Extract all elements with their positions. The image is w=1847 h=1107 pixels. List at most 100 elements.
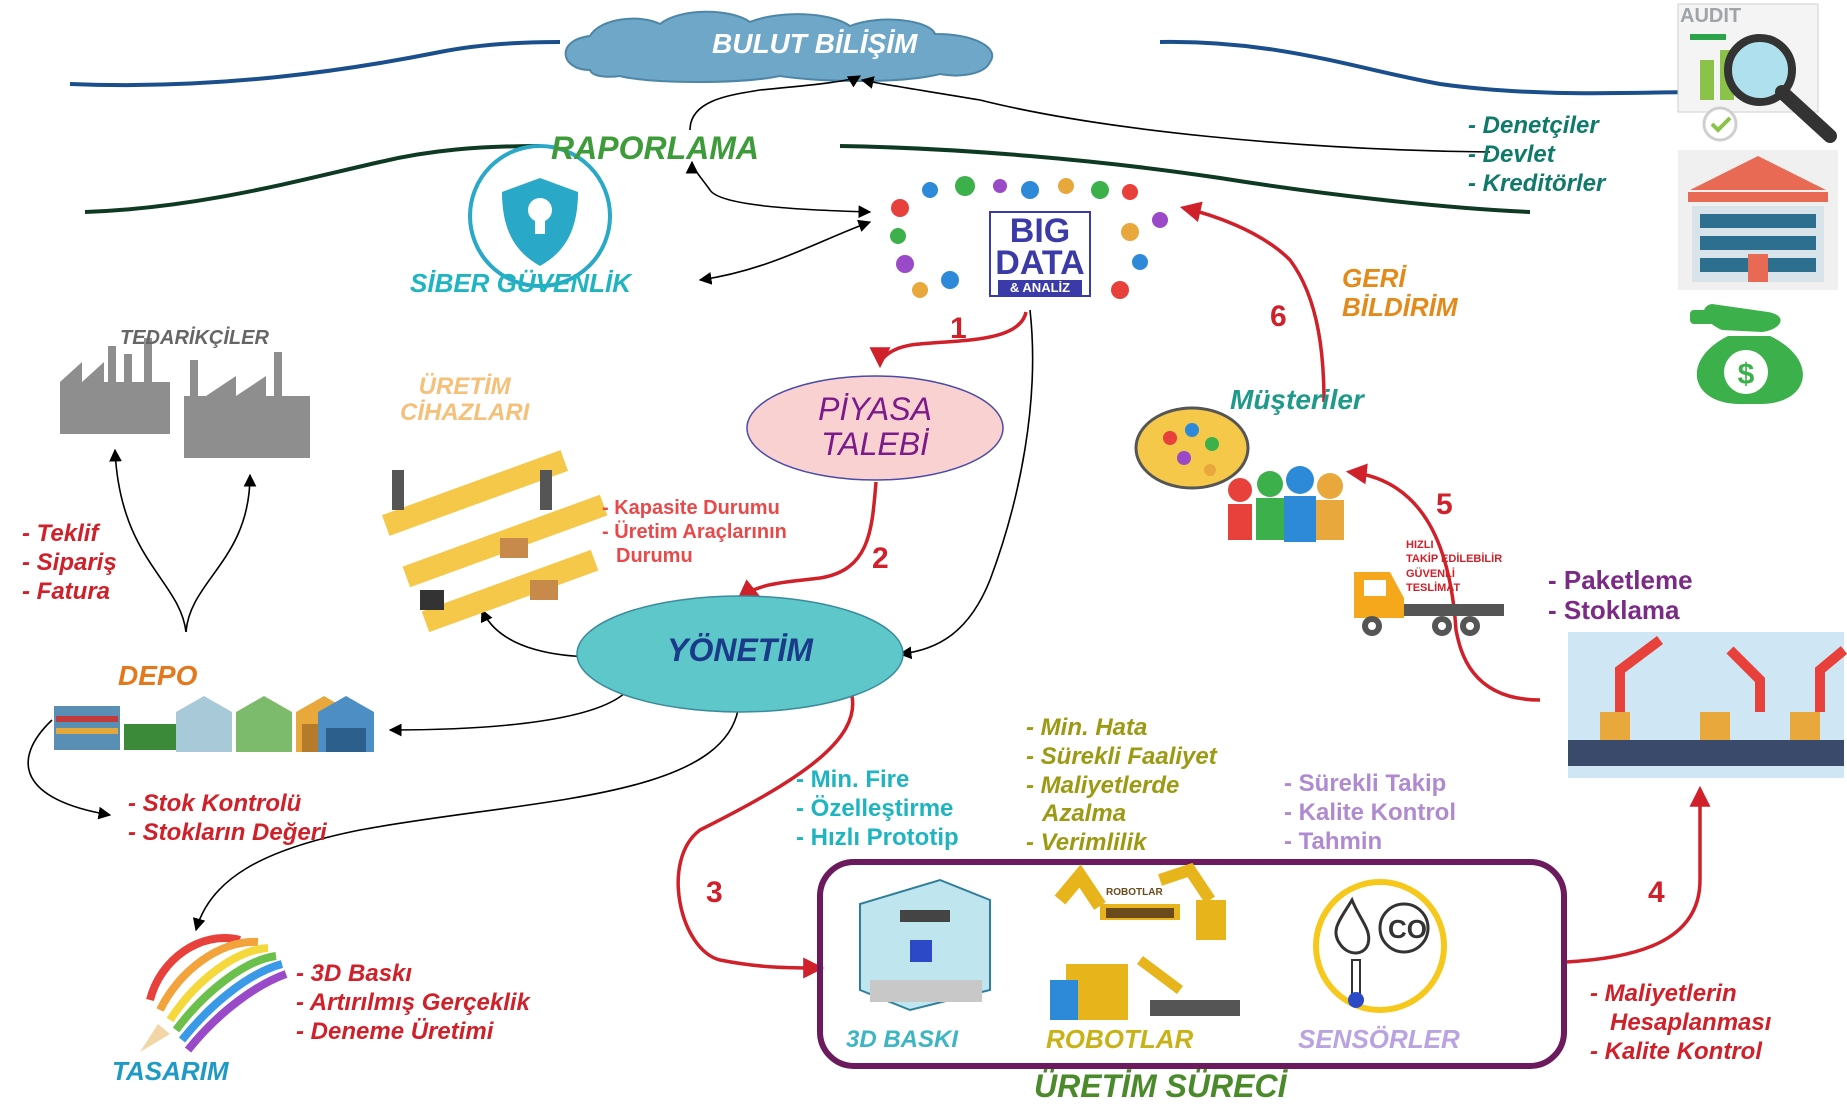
flow-2	[736, 481, 878, 601]
supplier-doc-order: - Sipariş	[22, 548, 117, 576]
supplier-docs-list: - Teklif - Sipariş - Fatura	[22, 520, 117, 606]
arrow-stakeholders-cloud	[860, 76, 1491, 153]
bigdata-label-analysis: & ANALİZ	[998, 280, 1082, 295]
step-1: 1	[950, 312, 967, 345]
design-pencil-icon	[140, 934, 288, 1053]
robots-label: ROBOTLAR	[1046, 1024, 1194, 1054]
bigdata-label-data: DATA	[995, 244, 1085, 282]
delivery-line-1: HIZLI	[1406, 539, 1434, 551]
stakeholder-government: - Devlet	[1468, 140, 1555, 168]
market-demand-line-1: PİYASA	[818, 391, 932, 427]
factory-icon-1	[60, 338, 170, 434]
packaging-note-pack: - Paketleme	[1548, 565, 1693, 595]
supplier-doc-invoice: - Fatura	[22, 577, 111, 605]
tracking-note-continuous: - Sürekli Takip	[1284, 770, 1447, 797]
supplier-doc-offer: - Teklif	[22, 520, 99, 547]
svg-text:$: $	[1738, 358, 1755, 391]
design-label: TASARIM	[112, 1056, 229, 1086]
cost-note-calc: - Maliyetlerin	[1590, 980, 1737, 1007]
flow-4	[1565, 785, 1711, 964]
production-devices-line-2: CİHAZLARI	[400, 399, 530, 427]
depot-label: DEPO	[118, 660, 198, 691]
arrow-depot-stock	[27, 719, 112, 820]
cloud-line-left	[69, 40, 561, 88]
robots-sign: ROBOTLAR	[1106, 887, 1163, 898]
design-note-ar: - Artırılmış Gerçeklik	[296, 988, 530, 1016]
feedback-line-2: BİLDİRİM	[1342, 291, 1458, 322]
audit-icon	[1677, 3, 1837, 143]
sensors-icon	[1313, 879, 1447, 1013]
depot-warehouses-icon	[54, 696, 374, 752]
stock-note-value: - Stokların Değeri	[128, 818, 327, 846]
stakeholders-list: - Denetçiler - Devlet - Kreditörler	[1468, 112, 1605, 198]
production-line-illustration	[381, 450, 608, 633]
reporting-line-left	[84, 144, 541, 214]
stakeholder-creditors: - Kreditörler	[1468, 169, 1606, 197]
cost-note-calc-2: Hesaplanması	[1610, 1008, 1772, 1036]
cost-notes: - Maliyetlerin Hesaplanması - Kalite Kon…	[1590, 980, 1771, 1066]
delivery-line-2: TAKİP EDİLEBİLİR	[1406, 553, 1503, 566]
big-data-icon	[890, 176, 1168, 299]
error-note-continuous: - Sürekli Faaliyet	[1026, 742, 1217, 770]
sensors-label: SENSÖRLER	[1298, 1024, 1460, 1054]
delivery-label: HIZLI TAKİP EDİLEBİLİR GÜVENLİ TESLİMAT	[1406, 538, 1502, 595]
stakeholder-auditors: - Denetçiler	[1468, 112, 1599, 139]
step-2: 2	[872, 542, 889, 575]
delivery-truck-icon	[1354, 572, 1504, 636]
error-note-decrease: Azalma	[1042, 800, 1127, 828]
fire-notes: - Min. Fire - Özelleştirme - Hızlı Proto…	[796, 766, 959, 852]
capacity-note-2: - Üretim Araçlarının	[602, 521, 787, 543]
arrow-reporting-cloud	[689, 75, 862, 131]
flow-1	[869, 311, 1028, 369]
tracking-note-forecast: - Tahmin	[1284, 827, 1383, 855]
step-5: 5	[1436, 488, 1453, 521]
customers-label: Müşteriler	[1230, 384, 1364, 415]
delivery-line-4: TESLİMAT	[1406, 581, 1461, 594]
shield-icon	[468, 144, 612, 288]
flow-3	[676, 695, 855, 979]
step-4: 4	[1648, 876, 1665, 909]
arrow-depot-supplier1	[109, 448, 187, 633]
reporting-label: RAPORLAMA	[551, 130, 759, 166]
process-title: ÜRETİM SÜRECİ	[1034, 1068, 1287, 1104]
production-devices-label: ÜRETİM CİHAZLARI	[400, 373, 530, 427]
arrow-bigdata-security	[698, 219, 872, 285]
capacity-note-3: Durumu	[616, 545, 693, 567]
arrow-bigdata-management	[898, 309, 1034, 660]
cloud-label: BULUT BİLİŞİM	[712, 28, 918, 59]
cost-note-quality: - Kalite Kontrol	[1590, 1037, 1762, 1065]
design-note-3d: - 3D Baskı	[296, 960, 413, 987]
tracking-note-quality: - Kalite Kontrol	[1284, 798, 1456, 826]
arrow-depot-supplier2	[185, 473, 257, 633]
feedback-label: GERİ BİLDİRİM	[1342, 264, 1458, 321]
factory-icon-2	[184, 352, 310, 458]
money-bag-icon: $	[1690, 304, 1803, 404]
arrow-bigdata-reporting	[685, 160, 872, 219]
packaging-line-illustration	[1568, 632, 1847, 778]
production-process-frame	[817, 859, 1567, 1069]
fire-note-min: - Min. Fire	[796, 766, 910, 793]
cloud-shape	[564, 10, 993, 83]
error-note-min: - Min. Hata	[1026, 714, 1148, 741]
error-notes: - Min. Hata - Sürekli Faaliyet - Maliyet…	[1026, 714, 1217, 858]
capacity-notes: - Kapasite Durumu - Üretim Araçlarının D…	[602, 496, 787, 568]
fire-note-custom: - Özelleştirme	[796, 794, 954, 822]
government-building-icon	[1678, 150, 1838, 290]
arrow-management-design	[192, 709, 739, 932]
capacity-note-1: - Kapasite Durumu	[602, 497, 780, 519]
cloud-line-right	[1159, 39, 1701, 96]
market-demand-label: PİYASA TALEBİ	[775, 391, 975, 463]
market-demand-line-2: TALEBİ	[821, 426, 929, 463]
robot-arms-icon	[1050, 862, 1240, 1020]
reporting-line-right	[839, 144, 1531, 214]
arrow-management-depot	[388, 689, 629, 737]
design-note-trial: - Deneme Üretimi	[296, 1017, 494, 1045]
step-3: 3	[706, 876, 723, 909]
tracking-notes: - Sürekli Takip - Kalite Kontrol - Tahmi…	[1284, 770, 1456, 856]
feedback-line-1: GERİ	[1342, 263, 1406, 293]
bigdata-label-big: BIG	[1009, 212, 1071, 250]
market-demand-bubble	[746, 375, 1004, 481]
printer-label: 3D BASKI	[846, 1026, 959, 1053]
